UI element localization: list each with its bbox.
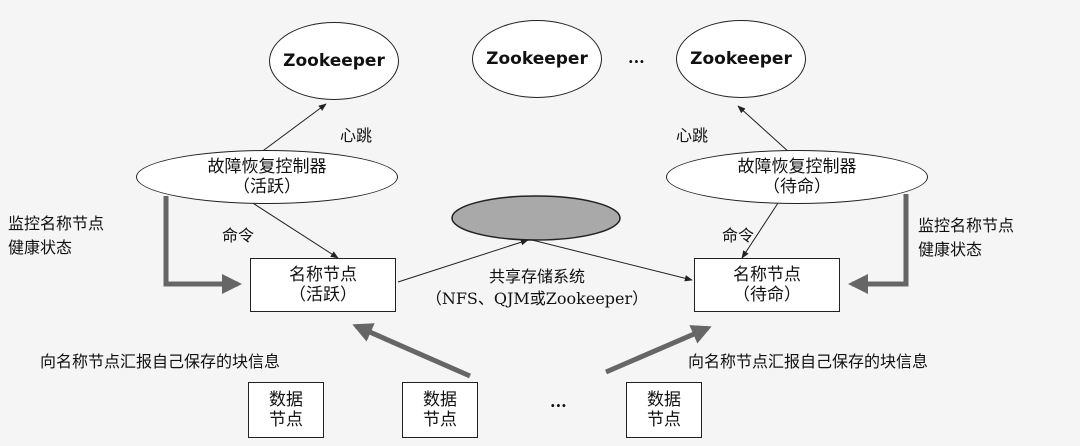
command-label-right: 命令 [722, 226, 755, 245]
report-label-right: 向名称节点汇报自己保存的块信息 [688, 352, 929, 371]
shared-storage-disk [451, 195, 621, 241]
heartbeat-arrow-right [737, 105, 791, 154]
datanode-line: 数据 [647, 389, 681, 410]
shared-storage-title: 共享存储系统 [488, 267, 585, 286]
zookeeper-node-3: Zookeeper [676, 20, 806, 98]
datanode-2: 数据 节点 [402, 382, 478, 438]
zookeeper-node-2: Zookeeper [472, 20, 602, 98]
storage-link-left [397, 239, 529, 283]
command-arrow-right [741, 199, 781, 259]
command-arrow-left [247, 199, 339, 259]
shared-storage-label: 共享存储系统 （NFS、QJM或Zookeeper） [392, 266, 682, 311]
datanode-1: 数据 节点 [248, 382, 324, 438]
failover-title: 故障恢复控制器 [737, 156, 857, 177]
monitor-label-line: 健康状态 [8, 238, 73, 257]
failover-title: 故障恢复控制器 [207, 156, 327, 177]
command-label-left: 命令 [222, 226, 255, 245]
datanode-line: 数据 [269, 389, 303, 410]
datanode-ellipsis: ... [550, 392, 567, 411]
failover-state: （活跃） [233, 177, 301, 197]
zookeeper-label: Zookeeper [690, 48, 792, 69]
namenode-title: 名称节点 [289, 264, 357, 285]
monitor-label-line: 监控名称节点 [8, 214, 105, 233]
monitor-label-line: 监控名称节点 [918, 216, 1015, 235]
monitor-label-left: 监控名称节点 健康状态 [8, 212, 104, 260]
report-arrow-left [352, 323, 472, 379]
zookeeper-node-1: Zookeeper [269, 22, 399, 100]
monitor-label-line: 健康状态 [918, 240, 983, 259]
datanode-line: 节点 [423, 410, 457, 430]
namenode-state: （待命） [733, 285, 801, 305]
datanode-line: 节点 [647, 410, 681, 430]
namenode-state: （活跃） [289, 285, 357, 305]
monitor-arrow-right [848, 194, 909, 294]
failover-controller-active: 故障恢复控制器 （活跃） [136, 150, 398, 204]
report-arrow-right [605, 325, 712, 375]
namenode-standby: 名称节点 （待命） [694, 258, 840, 312]
heartbeat-arrow-left [259, 103, 327, 154]
namenode-title: 名称节点 [733, 264, 801, 285]
zookeeper-label: Zookeeper [486, 48, 588, 69]
namenode-active: 名称节点 （活跃） [250, 258, 396, 312]
datanode-line: 节点 [269, 410, 303, 430]
heartbeat-label-left: 心跳 [340, 126, 373, 145]
zookeeper-label: Zookeeper [283, 50, 385, 71]
datanode-3: 数据 节点 [626, 382, 702, 438]
heartbeat-label-right: 心跳 [676, 126, 709, 145]
monitor-arrow-left [163, 196, 242, 294]
zookeeper-ellipsis: ... [628, 48, 645, 67]
failover-controller-standby: 故障恢复控制器 （待命） [666, 150, 928, 204]
monitor-label-right: 监控名称节点 健康状态 [918, 214, 1014, 262]
failover-state: （待命） [763, 177, 831, 197]
storage-link-right [531, 239, 693, 282]
datanode-line: 数据 [423, 389, 457, 410]
shared-storage-options: （NFS、QJM或Zookeeper） [425, 289, 649, 309]
report-label-left: 向名称节点汇报自己保存的块信息 [40, 352, 281, 371]
